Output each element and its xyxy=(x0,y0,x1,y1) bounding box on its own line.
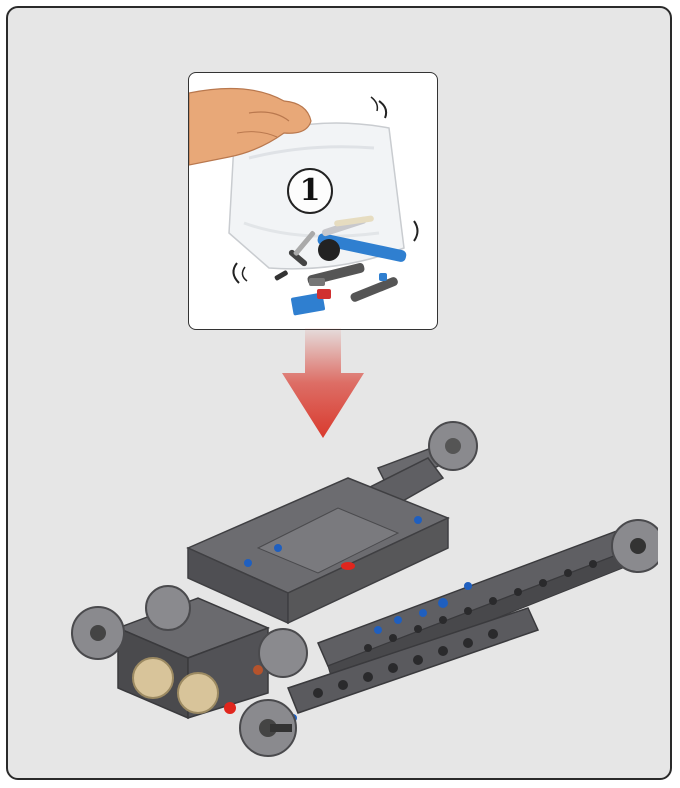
bag-number-badge: 1 xyxy=(287,168,333,214)
hand-icon xyxy=(189,87,312,166)
robot-chassis-illustration xyxy=(71,421,658,757)
instruction-page: 1 xyxy=(6,6,672,780)
parts-bag-callout: 1 xyxy=(188,72,438,330)
down-arrow-icon xyxy=(282,328,364,438)
